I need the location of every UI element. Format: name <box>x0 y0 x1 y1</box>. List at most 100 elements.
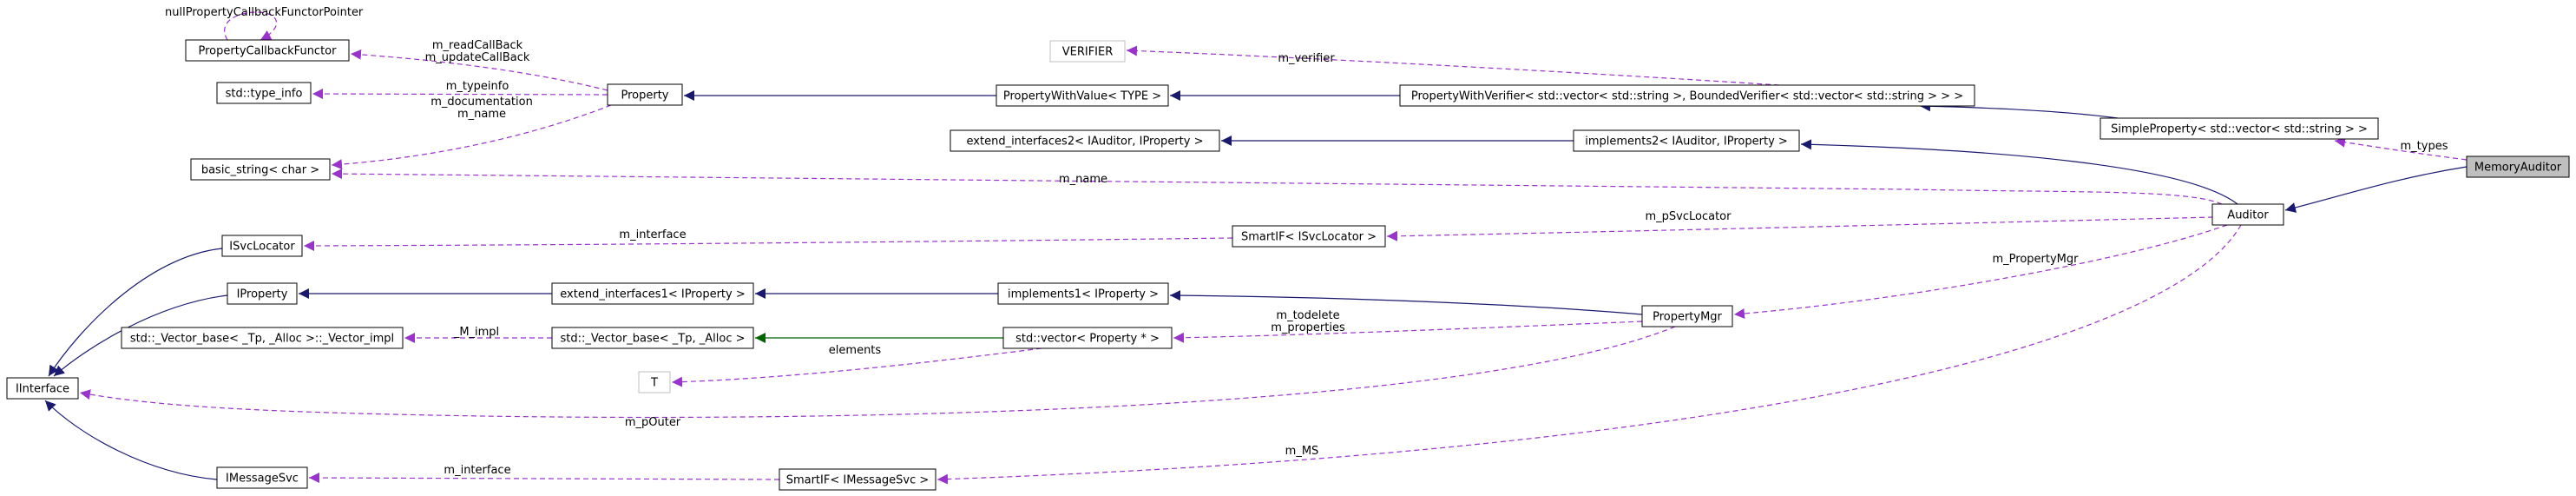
node-box <box>121 327 404 349</box>
edge-label-verifier: m_verifier <box>1278 52 1335 65</box>
node-box <box>551 327 754 349</box>
node-label: VERIFIER <box>1062 46 1114 59</box>
node-label: SimpleProperty< std::vector< std::string… <box>2111 123 2368 136</box>
node-label: std::vector< Property * > <box>1015 333 1160 346</box>
node-label: IMessageSvc <box>226 473 299 486</box>
node-basicstr[interactable]: basic_string< char > <box>190 158 331 181</box>
edge-label-isl-interface: m_interface <box>619 228 686 241</box>
node-box <box>950 129 1220 152</box>
node-label: SmartIF< ISvcLocator > <box>1241 231 1377 244</box>
node-smart-ims[interactable]: SmartIF< IMessageSvc > <box>779 468 936 491</box>
node-box <box>779 468 936 491</box>
edge-property-callback <box>350 49 608 91</box>
node-box <box>2100 117 2379 140</box>
node-impl1[interactable]: implements1< IProperty > <box>997 282 1169 305</box>
edge-label-elements: elements <box>829 344 882 357</box>
edge-auditor-smartims <box>936 224 2242 485</box>
node-label: Property <box>621 89 668 103</box>
edge-smartisl-isvclocator <box>303 237 1233 251</box>
edge-label-ms: m_MS <box>1285 445 1319 458</box>
node-smart-isl[interactable]: SmartIF< ISvcLocator > <box>1232 225 1386 248</box>
edge-property-basicstring <box>331 104 612 170</box>
node-label: basic_string< char > <box>201 164 319 177</box>
node-box <box>1049 40 1126 63</box>
node-box <box>2211 203 2284 226</box>
node-label: implements1< IProperty > <box>1008 288 1159 301</box>
node-simple-prop[interactable]: SimpleProperty< std::vector< std::string… <box>2100 117 2379 140</box>
node-vecprop[interactable]: std::vector< Property * > <box>1002 327 1173 349</box>
edge-simpleprop-pwver <box>1919 101 2119 119</box>
node-box <box>1002 327 1173 349</box>
node-property[interactable]: Property <box>607 83 683 106</box>
edge-imessagesvc-interface <box>44 400 218 480</box>
node-verifier[interactable]: VERIFIER <box>1049 40 1126 63</box>
node-box <box>1399 84 1975 107</box>
node-label: nullPropertyCallbackFunctorPointer <box>165 6 364 19</box>
node-isvc-loc[interactable]: ISvcLocator <box>221 235 303 257</box>
node-auditor[interactable]: Auditor <box>2211 203 2284 226</box>
node-label: MemoryAuditor <box>2474 162 2562 175</box>
node-interface[interactable]: IInterface <box>6 377 79 400</box>
node-label: PropertyMgr <box>1653 311 1722 324</box>
edge-label-basicstr-aud: m_name <box>1059 173 1107 186</box>
edge-null-callback-self <box>224 11 278 41</box>
node-box <box>638 371 671 393</box>
edge-label-stdtype: m_typeinfo <box>446 80 509 93</box>
node-ext2[interactable]: extend_interfaces2< IAuditor, IProperty … <box>950 129 1220 152</box>
node-iprop[interactable]: IProperty <box>227 282 298 305</box>
node-box <box>997 282 1169 305</box>
node-label: PropertyWithVerifier< std::vector< std::… <box>1411 90 1963 103</box>
edge-auditor-smartisl <box>1386 216 2214 241</box>
edge-auditor-propmgr <box>1733 224 2228 319</box>
node-pcf[interactable]: PropertyCallbackFunctor <box>185 39 350 62</box>
node-t[interactable]: T <box>638 371 671 393</box>
node-box <box>551 282 754 305</box>
node-pwver[interactable]: PropertyWithVerifier< std::vector< std::… <box>1399 84 1975 107</box>
edge-memaud-simpleprop <box>2334 136 2468 161</box>
edge-property-typeinfo <box>312 89 608 100</box>
node-stdtype[interactable]: std::type_info <box>216 82 312 104</box>
node-impl2[interactable]: implements2< IAuditor, IProperty > <box>1573 129 1800 152</box>
node-vecimpl[interactable]: std::_Vector_base< _Tp, _Alloc >::_Vecto… <box>121 327 404 349</box>
node-box <box>1232 225 1386 248</box>
node-box <box>185 39 350 62</box>
node-box <box>190 158 331 181</box>
edge-label-ims-interface: m_interface <box>444 464 510 477</box>
edge-label-p-outer: m_pOuter <box>625 416 681 429</box>
node-box <box>2466 155 2570 178</box>
node-label: extend_interfaces2< IAuditor, IProperty … <box>967 136 1204 149</box>
node-box <box>6 377 79 400</box>
node-label: implements2< IAuditor, IProperty > <box>1585 136 1788 149</box>
edge-memaud-auditor <box>2284 166 2468 213</box>
edge-label-p-svc-locator: m_pSvcLocator <box>1646 210 1732 223</box>
node-label: SmartIF< IMessageSvc > <box>786 474 930 487</box>
node-label: IInterface <box>16 383 69 396</box>
edge-propmgr-interface <box>79 326 1676 419</box>
edge-vecprop-t <box>671 347 1042 387</box>
node-box <box>607 83 683 106</box>
node-prop-mgr[interactable]: PropertyMgr <box>1641 305 1733 327</box>
node-box <box>1641 305 1733 327</box>
node-imsg-svc[interactable]: IMessageSvc <box>216 466 308 489</box>
node-null-pcfp: nullPropertyCallbackFunctorPointer <box>165 6 364 19</box>
node-label: ISvcLocator <box>229 241 295 254</box>
node-label: T <box>650 377 658 390</box>
edge-label-impl: _M_impl <box>453 326 499 339</box>
nodes-layer: nullPropertyCallbackFunctorPointerProper… <box>6 6 2570 491</box>
node-ext1[interactable]: extend_interfaces1< IProperty > <box>551 282 754 305</box>
node-box <box>216 466 308 489</box>
node-pwv[interactable]: PropertyWithValue< TYPE > <box>996 84 1169 107</box>
node-vecbase[interactable]: std::_Vector_base< _Tp, _Alloc > <box>551 327 754 349</box>
edge-isvclocator-interface <box>48 248 223 377</box>
node-mem-aud[interactable]: MemoryAuditor <box>2466 155 2570 178</box>
node-label: std::_Vector_base< _Tp, _Alloc > <box>560 333 745 346</box>
edge-pwver-verifier <box>1126 45 1780 86</box>
edge-auditor-impl2 <box>1800 139 2238 205</box>
node-label: PropertyCallbackFunctor <box>199 45 338 58</box>
node-label: extend_interfaces1< IProperty > <box>560 288 745 301</box>
node-box <box>227 282 298 305</box>
